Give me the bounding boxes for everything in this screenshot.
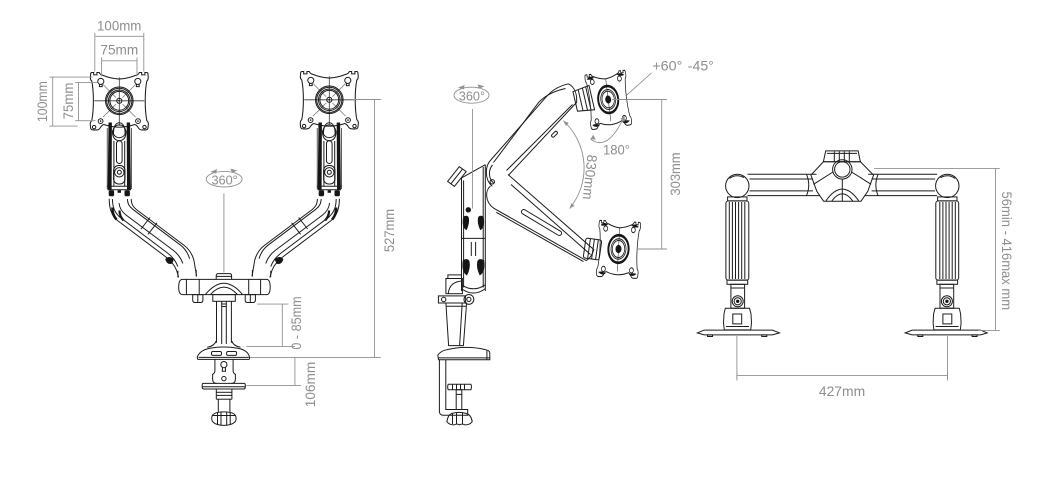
svg-text:56min - 416max mm: 56min - 416max mm [999, 192, 1015, 310]
svg-text:+60°: +60° [652, 58, 682, 74]
svg-text:830mm: 830mm [580, 154, 601, 200]
svg-text:75mm: 75mm [100, 41, 138, 57]
svg-text:360°: 360° [459, 88, 485, 103]
svg-text:180°: 180° [603, 142, 630, 158]
svg-text:360°: 360° [211, 172, 237, 187]
svg-text:427mm: 427mm [819, 383, 865, 399]
svg-text:100mm: 100mm [34, 81, 50, 122]
svg-text:-45°: -45° [688, 58, 714, 74]
svg-text:527mm: 527mm [381, 209, 397, 252]
svg-text:106mm: 106mm [302, 362, 318, 408]
svg-text:75mm: 75mm [60, 83, 76, 120]
svg-text:303mm: 303mm [667, 152, 683, 195]
svg-text:100mm: 100mm [97, 18, 141, 34]
svg-text:0 - 85mm: 0 - 85mm [288, 296, 304, 349]
